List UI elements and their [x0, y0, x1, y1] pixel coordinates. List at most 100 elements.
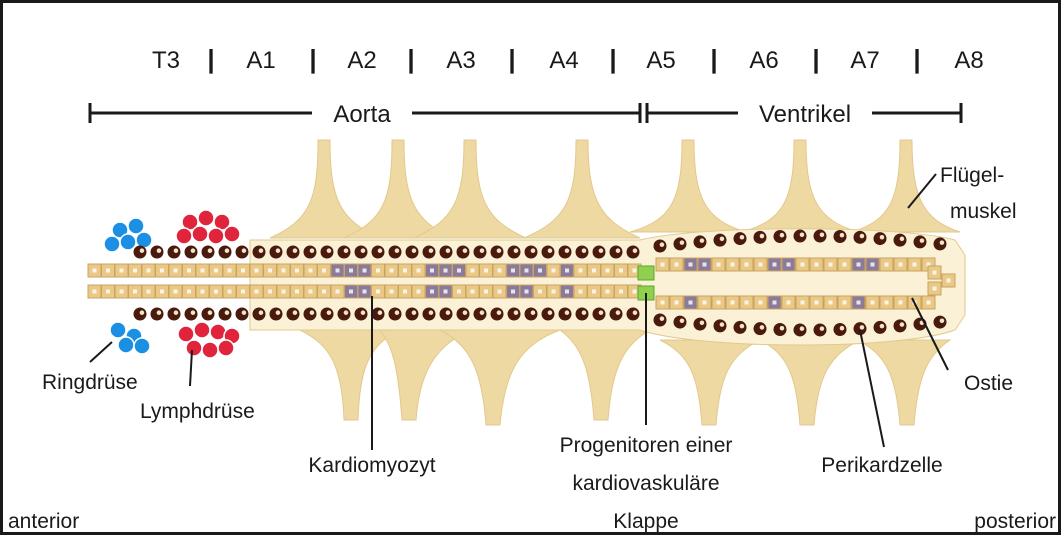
cell-nucleus [295, 269, 299, 273]
pericardial-cell-nucleus [680, 319, 685, 324]
cell-nucleus [390, 269, 394, 273]
pericardial-cell [389, 308, 402, 321]
pericardial-cell [338, 246, 351, 259]
pericardial-cell-nucleus [900, 237, 905, 242]
pericardial-cell-nucleus [446, 310, 451, 315]
cell-nucleus [947, 279, 951, 283]
pericardial-cell-nucleus [259, 248, 264, 253]
cell-nucleus [241, 290, 245, 294]
cell-nucleus [282, 290, 286, 294]
cell-nucleus [829, 263, 833, 267]
pericardial-cell [253, 308, 266, 321]
pericardial-cell [491, 246, 504, 259]
pericardial-cell-nucleus [740, 324, 745, 329]
segment-t3: T3 [152, 47, 180, 74]
pericardial-cell-nucleus [760, 234, 765, 239]
cell-nucleus [633, 290, 637, 294]
pericardial-cell-nucleus [514, 310, 519, 315]
label-alary-muscle-line1: Flügel- [940, 164, 1004, 187]
pericardial-cell-nucleus [378, 310, 383, 315]
pericardial-cell [151, 246, 164, 259]
pericardial-cell [134, 246, 147, 259]
pericardial-cell [834, 323, 847, 336]
cell-nucleus [484, 290, 488, 294]
pericardial-cell [287, 246, 300, 259]
pericardial-cell-nucleus [940, 319, 945, 324]
cell-nucleus [511, 269, 515, 273]
cell-nucleus [187, 269, 191, 273]
cell-nucleus [885, 263, 889, 267]
cell-nucleus [106, 290, 110, 294]
pericardial-cell [202, 246, 215, 259]
cell-nucleus [471, 269, 475, 273]
cell-nucleus [525, 269, 529, 273]
pericardial-cell-nucleus [840, 326, 845, 331]
pericardial-cell [270, 246, 283, 259]
cell-nucleus [106, 269, 110, 273]
cell-nucleus [759, 263, 763, 267]
segment-a3: A3 [446, 47, 475, 74]
cell-nucleus [174, 269, 178, 273]
pericardial-cell [610, 246, 623, 259]
pericardial-cell-nucleus [327, 248, 332, 253]
pericardial-cell-nucleus [800, 232, 805, 237]
pericardial-cell-nucleus [225, 248, 230, 253]
pericardial-cell [654, 240, 667, 253]
pericardial-cell [389, 246, 402, 259]
pericardial-cell-nucleus [565, 310, 570, 315]
cell-nucleus [309, 290, 313, 294]
cell-nucleus [147, 269, 151, 273]
cell-nucleus [933, 287, 937, 291]
pericardial-cell-nucleus [293, 248, 298, 253]
pericardial-cell-nucleus [565, 248, 570, 253]
pericardial-cell-nucleus [840, 233, 845, 238]
pericardial-cell-nucleus [293, 310, 298, 315]
cell-nucleus [417, 290, 421, 294]
cell-nucleus [120, 290, 124, 294]
pericardial-cell [794, 230, 807, 243]
pericardial-cell [202, 308, 215, 321]
pericardial-cell [914, 235, 927, 248]
pericardial-cell [814, 323, 827, 336]
cell-nucleus [160, 290, 164, 294]
pericardial-cell [219, 308, 232, 321]
cell-nucleus [309, 269, 313, 273]
pericardial-cell-nucleus [310, 310, 315, 315]
cell-nucleus [899, 263, 903, 267]
pericardial-cell [559, 308, 572, 321]
segment-a8: A8 [954, 47, 983, 74]
cell-nucleus [843, 301, 847, 305]
pericardial-cell [525, 308, 538, 321]
cell-nucleus [633, 269, 637, 273]
cell-nucleus [228, 269, 232, 273]
cell-nucleus [187, 290, 191, 294]
pericardial-cell-nucleus [480, 248, 485, 253]
label-posterior: posterior [974, 510, 1056, 533]
pericardial-cell [542, 308, 555, 321]
pericardial-cell [168, 308, 181, 321]
cell-nucleus [255, 290, 259, 294]
pericardial-cell [457, 246, 470, 259]
pericardial-cell-nucleus [276, 310, 281, 315]
pericardial-cell [714, 234, 727, 247]
pericardial-cell-nucleus [920, 238, 925, 243]
pericardial-cell-nucleus [720, 322, 725, 327]
cell-nucleus [201, 290, 205, 294]
segment-separator: | [913, 44, 920, 74]
pericardial-cell-nucleus [208, 248, 213, 253]
cell-nucleus [913, 263, 917, 267]
pericardial-cell [874, 232, 887, 245]
pericardial-cell [754, 231, 767, 244]
cell-nucleus [899, 301, 903, 305]
pericardial-cell [457, 308, 470, 321]
cell-nucleus [322, 269, 326, 273]
cell-nucleus [731, 301, 735, 305]
cell-nucleus [703, 301, 707, 305]
pericardial-cell-nucleus [531, 310, 536, 315]
cell-nucleus [511, 290, 515, 294]
segment-separator: | [609, 44, 616, 74]
cell-nucleus [565, 290, 569, 294]
cell-nucleus [592, 269, 596, 273]
pericardial-cell [338, 308, 351, 321]
segment-header: T3 | A1 | A2 | A3 | A4 | A5 | A6 | A7 | … [152, 44, 984, 74]
